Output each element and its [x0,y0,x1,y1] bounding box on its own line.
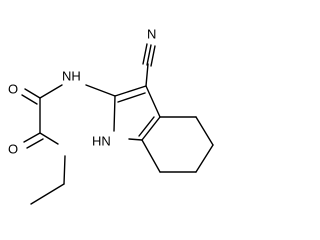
c4-c5-bond [195,116,214,146]
c3-to-cn-bond [145,63,149,87]
ester-o-ch2-bond [63,155,66,185]
nitrile-triple-bond-1 [146,44,152,66]
co2-ester-o-bond [39,132,59,145]
co1-double-bond-b [21,94,38,105]
c3a-c7a-double-bond-b [138,116,155,137]
c2-nh-bond [85,84,116,97]
nh-co1-bond [39,84,63,99]
nitrile-triple-bond-3 [142,43,148,65]
ch2-ch3-bond [30,183,65,205]
c3-c3a-bond [145,85,161,118]
carbonyl-o2-label: O [8,141,18,156]
carbonyl-o1-label: O [8,81,18,96]
c7-c7a-bond [141,139,161,173]
co2-double-bond-a [23,132,41,143]
bonds [21,43,214,205]
n1-c2-bond [113,95,116,132]
c2-c3-double-bond-b [117,92,146,103]
c3a-c7a-double-bond-a [141,116,161,141]
ring-hn-label: HN [92,133,111,148]
c5-c6-bond [195,144,214,173]
nitrile-n-label: N [147,26,156,41]
nitrile-triple-bond-2 [150,45,156,67]
co1-double-bond-a [24,88,41,99]
c2-c3-double-bond-a [114,85,147,97]
c7a-n1-bond [128,138,143,141]
co2-double-bond-b [26,138,44,149]
chemical-structure-diagram: N NH O O HN C [8,26,214,205]
atom-labels: N NH O O HN C [8,26,156,156]
amide-nh-label: NH [62,68,81,83]
